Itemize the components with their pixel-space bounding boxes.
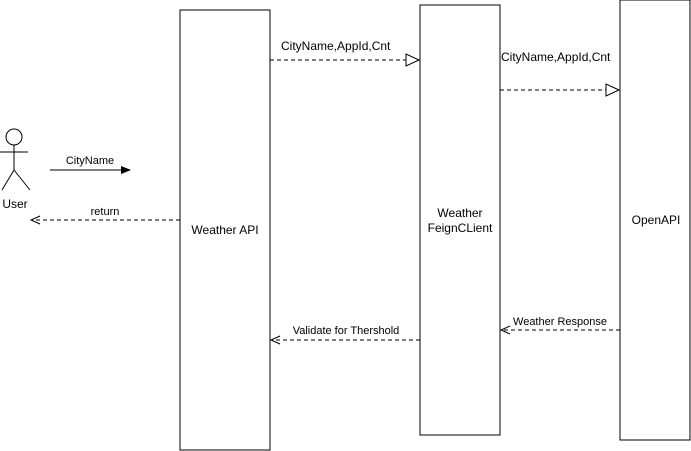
arrow-head-triangle-icon: [405, 53, 421, 67]
message-open-to-feign-label: Weather Response: [513, 316, 607, 328]
arrow-head-filled-icon: [121, 166, 131, 174]
message-open-to-feign: Weather Response: [499, 316, 620, 335]
message-feign-to-open-label: CityName,AppId,Cnt: [501, 50, 611, 64]
user-actor-label: User: [2, 197, 27, 211]
message-feign-to-api-label: Validate for Thershold: [293, 325, 400, 337]
arrow-head-open-icon: [29, 215, 41, 225]
weather-api-box: [179, 9, 271, 451]
feign-client-label-line2: FeignCLient: [428, 221, 493, 235]
user-actor-right-leg: [13, 169, 31, 191]
open-api-label: OpenAPI: [632, 213, 681, 227]
message-api-to-feign-label: CityName,AppId,Cnt: [281, 39, 391, 53]
user-actor-left-leg: [1, 169, 15, 191]
weather-api-label: Weather API: [191, 223, 258, 237]
open-api-participant: OpenAPI: [619, 0, 691, 441]
user-actor-head: [5, 128, 23, 146]
feign-client-box: [419, 4, 501, 436]
message-user-to-api: CityName: [50, 155, 131, 174]
message-api-to-feign: CityName,AppId,Cnt: [270, 39, 421, 67]
feign-client-label-line1: Weather: [437, 206, 482, 220]
open-api-box: [619, 0, 691, 441]
feign-client-participant: Weather FeignCLient: [419, 4, 501, 436]
user-actor: User: [0, 128, 31, 211]
arrow-head-open-icon: [499, 325, 511, 335]
message-feign-to-open: CityName,AppId,Cnt: [500, 50, 621, 97]
message-user-to-api-label: CityName: [66, 155, 114, 167]
arrow-head-open-icon: [269, 335, 281, 345]
message-api-to-user: return: [29, 206, 180, 225]
weather-api-participant: Weather API: [179, 9, 271, 451]
message-api-to-user-label: return: [91, 206, 120, 218]
arrow-head-triangle-icon: [605, 83, 621, 97]
message-feign-to-api: Validate for Thershold: [269, 325, 420, 345]
